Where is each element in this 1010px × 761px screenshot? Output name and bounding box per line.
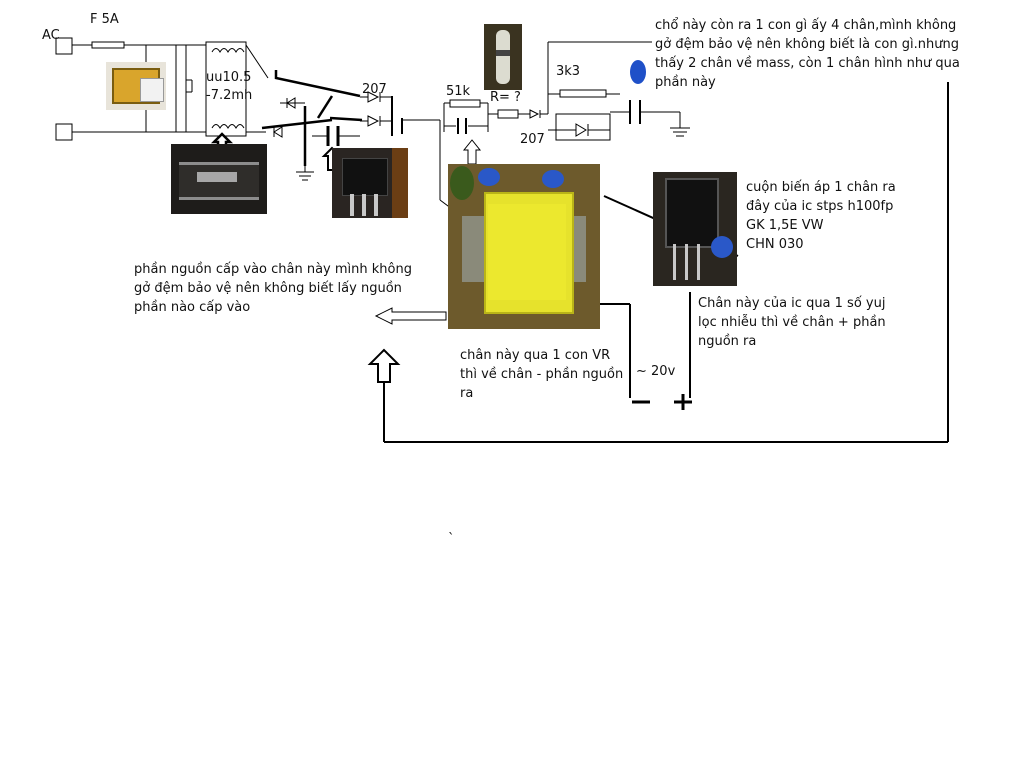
note-power-input-line-3: phần nào cấp vào	[134, 300, 251, 315]
note-vr-pin-line-2: thì về chân - phần nguồn	[460, 367, 624, 382]
note-transformer-line-2: đây của ic stps h100fp	[746, 199, 894, 214]
resistor-51k-label: 51k	[446, 84, 471, 99]
note-top-right-line-1: chổ này còn ra 1 con gì ấy 4 chân,mình k…	[655, 18, 957, 33]
diode-photo	[332, 148, 408, 218]
blue-capacitor-photo	[628, 58, 648, 88]
note-top-right-line-3: thấy 2 chân về mass, còn 1 chân hình như…	[655, 56, 960, 71]
ac-terminal-top	[55, 37, 73, 55]
resistor-51k-symbol	[449, 99, 481, 108]
fuse-label: F 5A	[90, 12, 119, 27]
note-transformer-line-4: CHN 030	[746, 237, 804, 252]
ic-photo	[653, 172, 737, 286]
note-vr-pin-line-3: ra	[460, 386, 474, 401]
note-power-input-line-2: gở đệm bảo vệ nên không biết lấy nguồn	[134, 281, 402, 296]
note-ic-pin-line-2: lọc nhiễu thì về chân + phần	[698, 315, 886, 330]
coil-photo	[171, 144, 267, 214]
coil-value-label-2: -7.2mh	[206, 88, 253, 103]
resistor-photo	[484, 24, 522, 90]
note-ic-pin-line-1: Chân này của ic qua 1 số yuj	[698, 296, 886, 311]
coil-value-label-1: uu10.5	[206, 70, 252, 85]
transformer-photo	[448, 164, 600, 329]
resistor-unknown-symbol	[497, 109, 519, 119]
note-transformer-line-1: cuộn biến áp 1 chân ra	[746, 180, 896, 195]
note-top-right-line-2: gở đệm bảo vệ nên không biết là con gì.n…	[655, 37, 959, 52]
note-power-input-line-1: phần nguồn cấp vào chân này mình không	[134, 262, 412, 277]
note-transformer-line-3: GK 1,5E VW	[746, 218, 824, 233]
resistor-3k3-symbol	[559, 89, 607, 98]
choke-box	[205, 41, 247, 137]
arrow-icon-left	[374, 307, 447, 325]
fuse-symbol	[91, 41, 125, 49]
fuse-photo	[106, 62, 166, 110]
resistor-3k3-label: 3k3	[556, 64, 581, 79]
ac-terminal-bottom	[55, 123, 73, 141]
arrow-icon-up-large	[367, 348, 401, 383]
tick-mark: `	[448, 532, 455, 547]
note-vr-pin-line-1: chân này qua 1 con VR	[460, 348, 611, 363]
note-top-right-line-4: phần này	[655, 75, 716, 90]
diode-207-bottom-label: 207	[520, 132, 545, 147]
resistor-unknown-label: R= ?	[490, 90, 521, 105]
arrow-icon-up-small	[462, 139, 482, 165]
output-voltage-label: ~ 20v	[636, 364, 676, 379]
note-ic-pin-line-3: nguồn ra	[698, 334, 757, 349]
ac-label: AC	[42, 28, 60, 43]
diode-207-top-label: 207	[362, 82, 387, 97]
